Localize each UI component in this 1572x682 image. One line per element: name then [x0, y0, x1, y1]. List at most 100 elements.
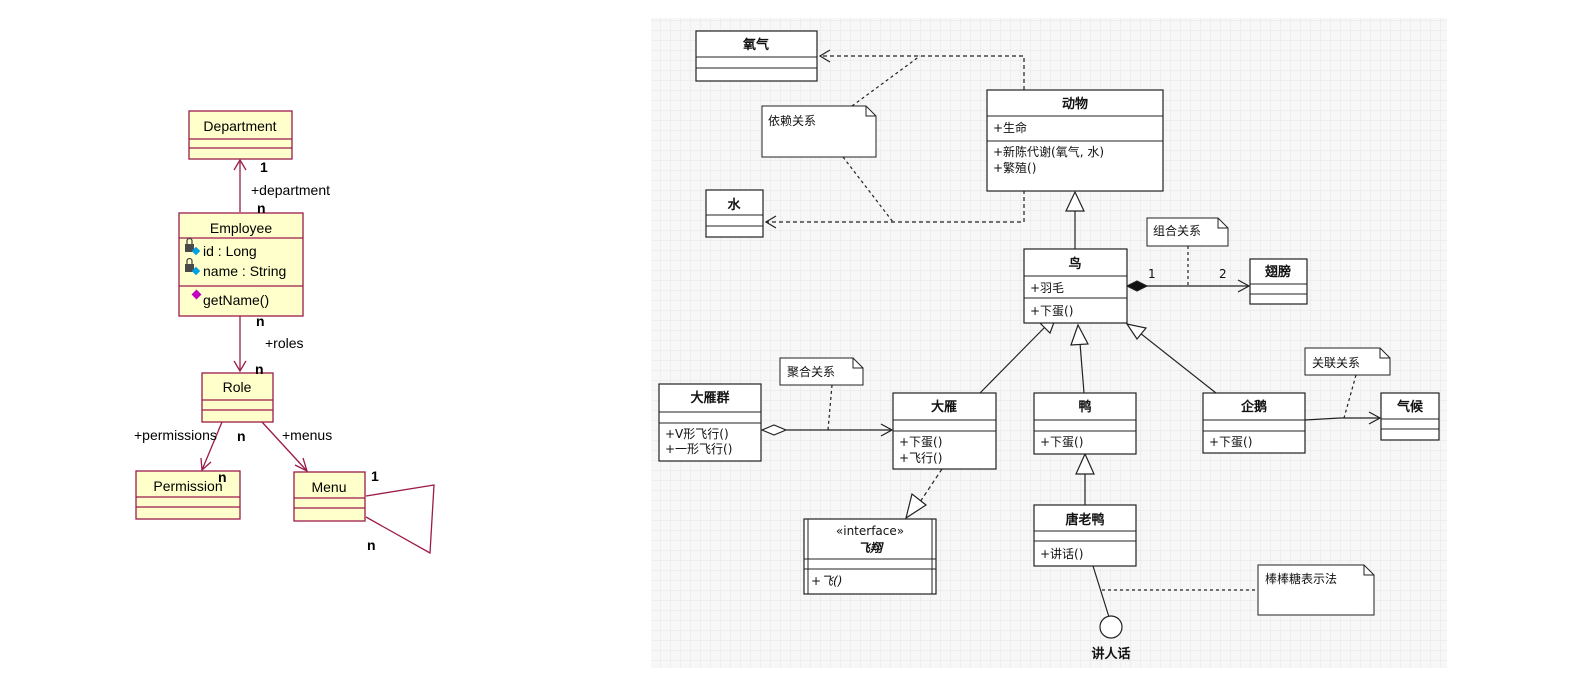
- interface-stereotype: «interface»: [836, 524, 904, 538]
- right-connectors: [760, 49, 1382, 639]
- class-name: 大雁: [931, 399, 957, 415]
- class-name: Employee: [210, 220, 272, 236]
- generalization-arrowhead: [1125, 323, 1148, 341]
- generalization-duck-bird[interactable]: [1079, 342, 1085, 394]
- class-department[interactable]: Department: [188, 110, 293, 160]
- multiplicity-label: 1: [1148, 267, 1156, 281]
- operation: +下蛋(): [1040, 435, 1083, 449]
- class-name: 鸟: [1068, 256, 1081, 272]
- public-operation-icon: [191, 289, 202, 300]
- note-anchor: [842, 156, 894, 223]
- role-name-label: +menus: [282, 427, 332, 443]
- note-aggregation[interactable]: 聚合关系: [779, 357, 864, 386]
- note-anchor: [1343, 374, 1357, 419]
- class-name: Menu: [311, 479, 346, 495]
- multiplicity-label: n: [255, 361, 264, 377]
- note-text: 依赖关系: [768, 113, 816, 128]
- generalization-arrowhead: [1070, 323, 1089, 346]
- left-class-diagram: Department Employee id : Long name : Str…: [134, 110, 435, 555]
- class-permission[interactable]: Permission: [135, 470, 241, 520]
- note-text: 聚合关系: [787, 364, 835, 379]
- class-role[interactable]: Role: [201, 372, 274, 423]
- class-goose[interactable]: 大雁 +下蛋() +飞行(): [892, 392, 997, 470]
- class-animal[interactable]: 动物 +生命 +新陈代谢(氧气, 水) +繁殖(): [986, 89, 1164, 192]
- association-arrowhead: [1368, 411, 1382, 425]
- private-lock-icon: [185, 237, 201, 256]
- dependency-water[interactable]: [766, 190, 1025, 223]
- operation: +飞行(): [899, 451, 942, 465]
- operation: +讲话(): [1040, 546, 1083, 561]
- left-connectors: [200, 158, 435, 555]
- operation-getname: getName(): [203, 292, 269, 308]
- multiplicity-label: n: [367, 537, 376, 553]
- class-name: 氧气: [742, 37, 769, 53]
- note-text: 关联关系: [1312, 356, 1360, 370]
- class-duck[interactable]: 鸭 +下蛋(): [1033, 392, 1137, 455]
- interface-fly[interactable]: «interface» 飞翔 +飞(): [803, 518, 937, 595]
- private-lock-icon: [185, 257, 201, 276]
- attribute: +生命: [993, 120, 1027, 135]
- operation: +飞(): [811, 574, 842, 588]
- dependency-oxygen[interactable]: [820, 55, 1025, 90]
- generalization-goose-bird[interactable]: [979, 326, 1046, 394]
- class-oxygen[interactable]: 氧气: [695, 30, 818, 82]
- role-arrowhead: [233, 360, 247, 373]
- class-donald-duck[interactable]: 唐老鸭 +讲话(): [1033, 504, 1137, 567]
- lollipop-label: 讲人话: [1091, 646, 1130, 662]
- operation: +下蛋(): [1209, 435, 1252, 449]
- note-lollipop[interactable]: 棒棒糖表示法: [1257, 564, 1375, 616]
- note-dependency[interactable]: 依赖关系: [761, 105, 877, 158]
- aggregation-arrowhead: [880, 423, 894, 437]
- multiplicity-label: n: [257, 200, 266, 216]
- class-penguin[interactable]: 企鹅 +下蛋(): [1202, 392, 1306, 454]
- attribute-id: id : Long: [203, 243, 257, 259]
- multiplicity-label: n: [237, 428, 246, 444]
- class-employee[interactable]: Employee id : Long name : String getName…: [178, 212, 304, 317]
- role-menu-association[interactable]: [261, 421, 308, 472]
- dependency-arrowhead-water: [764, 215, 777, 229]
- class-name: 动物: [1062, 96, 1088, 112]
- class-climate[interactable]: 气候: [1380, 392, 1440, 441]
- role-permission-association[interactable]: [201, 421, 223, 471]
- class-menu[interactable]: Menu: [293, 471, 366, 522]
- operation: +新陈代谢(氧气, 水): [993, 144, 1104, 159]
- generalization-arrowhead: [1075, 452, 1095, 475]
- class-name: 水: [727, 197, 741, 213]
- association-penguin-climate[interactable]: [1304, 417, 1380, 421]
- class-water[interactable]: 水: [705, 189, 764, 238]
- multiplicity-label: 1: [371, 468, 379, 484]
- class-name: 大雁群: [690, 390, 729, 406]
- menu-arrowhead: [294, 457, 309, 473]
- note-anchor: [851, 55, 921, 107]
- multiplicity-label: n: [256, 313, 265, 329]
- class-name: Role: [223, 379, 252, 395]
- department-arrowhead: [233, 158, 247, 171]
- multiplicity-label: 2: [1219, 267, 1227, 281]
- generalization-penguin-bird[interactable]: [1139, 332, 1217, 394]
- class-name: Permission: [153, 478, 222, 494]
- class-name: 唐老鸭: [1065, 512, 1104, 528]
- menu-self-association[interactable]: [365, 484, 435, 555]
- lollipop-interface[interactable]: [1099, 615, 1123, 639]
- attribute-name: name : String: [203, 263, 286, 279]
- role-name-label: +roles: [265, 335, 304, 351]
- note-association[interactable]: 关联关系: [1304, 347, 1391, 376]
- right-class-diagram: 依赖关系 组合关系 聚合关系 关联关系 棒棒糖表示法 氧气: [651, 18, 1447, 668]
- class-name: 翅膀: [1264, 264, 1291, 280]
- class-wing[interactable]: 翅膀: [1249, 258, 1308, 305]
- class-name: 飞翔: [858, 541, 884, 555]
- class-goose-group[interactable]: 大雁群 +V形飞行() +一形飞行(): [658, 383, 762, 462]
- note-composition[interactable]: 组合关系: [1146, 217, 1229, 247]
- aggregation-diamond: [760, 424, 788, 436]
- note-text: 组合关系: [1153, 223, 1201, 238]
- generalization-arrowhead: [1065, 190, 1085, 212]
- note-text: 棒棒糖表示法: [1265, 571, 1337, 586]
- composition-arrowhead: [1237, 279, 1251, 293]
- class-name: 企鹅: [1240, 399, 1267, 415]
- multiplicity-label: 1: [260, 159, 268, 175]
- multiplicity-label: n: [218, 469, 227, 485]
- class-bird[interactable]: 鸟 +羽毛 +下蛋(): [1023, 248, 1128, 324]
- permission-arrowhead: [200, 457, 212, 472]
- realization-arrowhead: [905, 492, 928, 520]
